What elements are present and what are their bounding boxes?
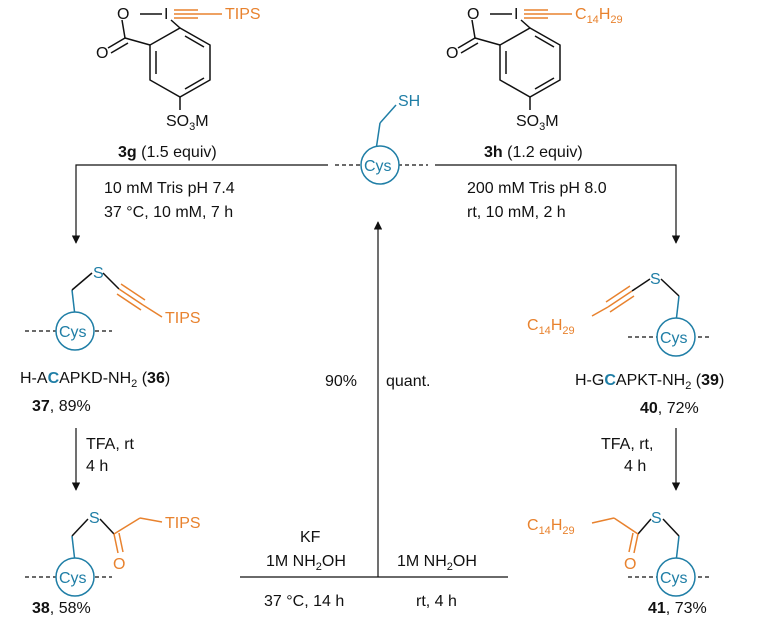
nh2oh-left-label: 1M NH2OH xyxy=(266,553,346,573)
cys-residue-circle xyxy=(55,311,95,351)
peptide-36-label: H-ACAPKD-NH2 (36) xyxy=(20,370,170,390)
yield-left-label: 90% xyxy=(325,373,357,390)
cys-label: Cys xyxy=(660,570,688,587)
ring-oxygen-label: O xyxy=(117,6,129,23)
alkyl-chain-label: C14H29 xyxy=(527,317,575,337)
bottom-left-conditions: 37 °C, 14 h xyxy=(264,593,344,610)
carbonyl-oxygen-label: O xyxy=(113,556,125,573)
tips-label: TIPS xyxy=(165,515,201,532)
alkyl-chain-label: C14H29 xyxy=(527,517,575,537)
iodine-label: I xyxy=(164,6,168,23)
kf-label: KF xyxy=(300,529,321,546)
carbonyl-oxygen-label: O xyxy=(446,45,458,62)
sulfonate-label: SO3M xyxy=(516,113,559,133)
benzene-ring-3h xyxy=(499,27,561,98)
iodine-label: I xyxy=(514,6,518,23)
tfa-right-line1: TFA, rt, xyxy=(601,436,653,453)
peptide-39-label: H-GCAPKT-NH2 (39) xyxy=(575,372,724,392)
carbonyl-oxygen-label: O xyxy=(624,556,636,573)
cys-label: Cys xyxy=(364,158,392,175)
thiol-label: SH xyxy=(398,93,420,110)
sulfur-label: S xyxy=(650,271,661,288)
bottom-right-conditions: rt, 4 h xyxy=(416,593,457,610)
tfa-left-line1: TFA, rt xyxy=(86,436,135,453)
cys-label: Cys xyxy=(59,324,87,341)
conditions-left-line2: 37 °C, 10 mM, 7 h xyxy=(104,204,233,221)
reagent-3h: O I C14H29 O SO3M 3h (1.2 equiv) xyxy=(446,6,623,161)
compound-38-caption: 38, 58% xyxy=(32,600,91,617)
arrow-to-37 xyxy=(71,164,328,244)
alkyl-chain-label: C14H29 xyxy=(575,6,623,26)
compound-40-caption: 40, 72% xyxy=(640,400,699,417)
compound-37: Cys S TIPS H-ACAPKD-NH2 (36) 37, 89% xyxy=(20,265,201,415)
sulfonate-label: SO3M xyxy=(166,113,209,133)
tips-label: TIPS xyxy=(165,310,201,327)
nh2oh-right-label: 1M NH2OH xyxy=(397,553,477,573)
central-cysteine: Cys SH xyxy=(335,93,428,185)
cys-residue-circle xyxy=(656,317,696,357)
cys-residue-circle xyxy=(656,557,696,597)
cys-residue-circle xyxy=(360,145,400,185)
conditions-right-line1: 200 mM Tris pH 8.0 xyxy=(467,180,607,197)
compound-38: Cys S O TIPS 38, 58% xyxy=(25,510,201,617)
tips-label: TIPS xyxy=(225,6,261,23)
compound-41-caption: 41, 73% xyxy=(648,600,707,617)
cys-label: Cys xyxy=(660,330,688,347)
conditions-left-line1: 10 mM Tris pH 7.4 xyxy=(104,180,235,197)
compound-41: Cys S O C14H29 41, 73% xyxy=(527,510,712,617)
benzene-ring-3g xyxy=(149,27,211,98)
sulfur-label: S xyxy=(651,510,662,527)
cys-label: Cys xyxy=(59,570,87,587)
tfa-right-line2: 4 h xyxy=(624,458,646,475)
reagent-3g-caption: 3g (1.5 equiv) xyxy=(118,144,217,161)
reagent-3h-caption: 3h (1.2 equiv) xyxy=(484,144,583,161)
compound-37-caption: 37, 89% xyxy=(32,398,91,415)
sulfur-label: S xyxy=(93,265,104,282)
compound-40: Cys S C14H29 H-GCAPKT-NH2 (39) 40, 72% xyxy=(527,271,724,417)
reagent-3g: O I TIPS O SO3M 3g (1.5 equiv) xyxy=(96,6,261,161)
cys-residue-circle xyxy=(55,557,95,597)
conditions-right-line2: rt, 10 mM, 2 h xyxy=(467,204,566,221)
sulfur-label: S xyxy=(89,510,100,527)
arrow-to-40 xyxy=(435,164,681,244)
yield-right-label: quant. xyxy=(386,373,430,390)
ring-oxygen-label: O xyxy=(467,6,479,23)
cys-side-chain-bond xyxy=(375,122,381,151)
tfa-left-line2: 4 h xyxy=(86,458,108,475)
carbonyl-oxygen-label: O xyxy=(96,45,108,62)
